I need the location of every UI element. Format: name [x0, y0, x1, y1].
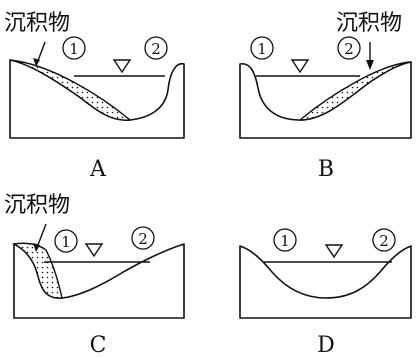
- panel-b-circle-1-label: 1: [257, 40, 267, 58]
- panel-a-sediment: [10, 60, 130, 120]
- panel-b-arrowhead: [366, 60, 374, 70]
- panel-c-circle-1-label: 1: [61, 233, 71, 251]
- panel-d-circle-1-label: 1: [280, 232, 290, 250]
- panel-a-letter: A: [89, 157, 107, 182]
- panel-a-circle-1-label: 1: [69, 40, 79, 58]
- panel-d-riverbed: [240, 246, 411, 318]
- panel-b-sediment-label: 沉积物: [336, 11, 402, 36]
- panel-c-water-level-icon: [86, 244, 102, 256]
- panel-c-sediment-label: 沉积物: [4, 193, 70, 218]
- panel-c-letter: C: [90, 333, 107, 358]
- panel-d-letter: D: [317, 333, 335, 358]
- panel-b-water-level-icon: [292, 60, 308, 72]
- panel-a-water-level-icon: [114, 60, 130, 72]
- panel-b: 沉积物 1 2 B: [240, 11, 411, 182]
- panel-d: 1 2 D: [240, 229, 411, 358]
- panel-b-letter: B: [318, 157, 334, 182]
- panel-c: 沉积物 1 2 C: [4, 193, 184, 358]
- panel-a-sediment-label: 沉积物: [4, 11, 70, 36]
- panel-a-circle-2-label: 2: [151, 40, 161, 58]
- panel-b-circle-2-label: 2: [344, 40, 354, 58]
- panel-c-sediment: [14, 243, 62, 298]
- panel-d-circle-2-label: 2: [379, 232, 389, 250]
- panel-b-sediment: [300, 62, 411, 120]
- panel-d-water-level-icon: [326, 245, 342, 257]
- panel-a: 沉积物 1 2 A: [4, 11, 184, 182]
- panel-c-circle-2-label: 2: [138, 230, 148, 248]
